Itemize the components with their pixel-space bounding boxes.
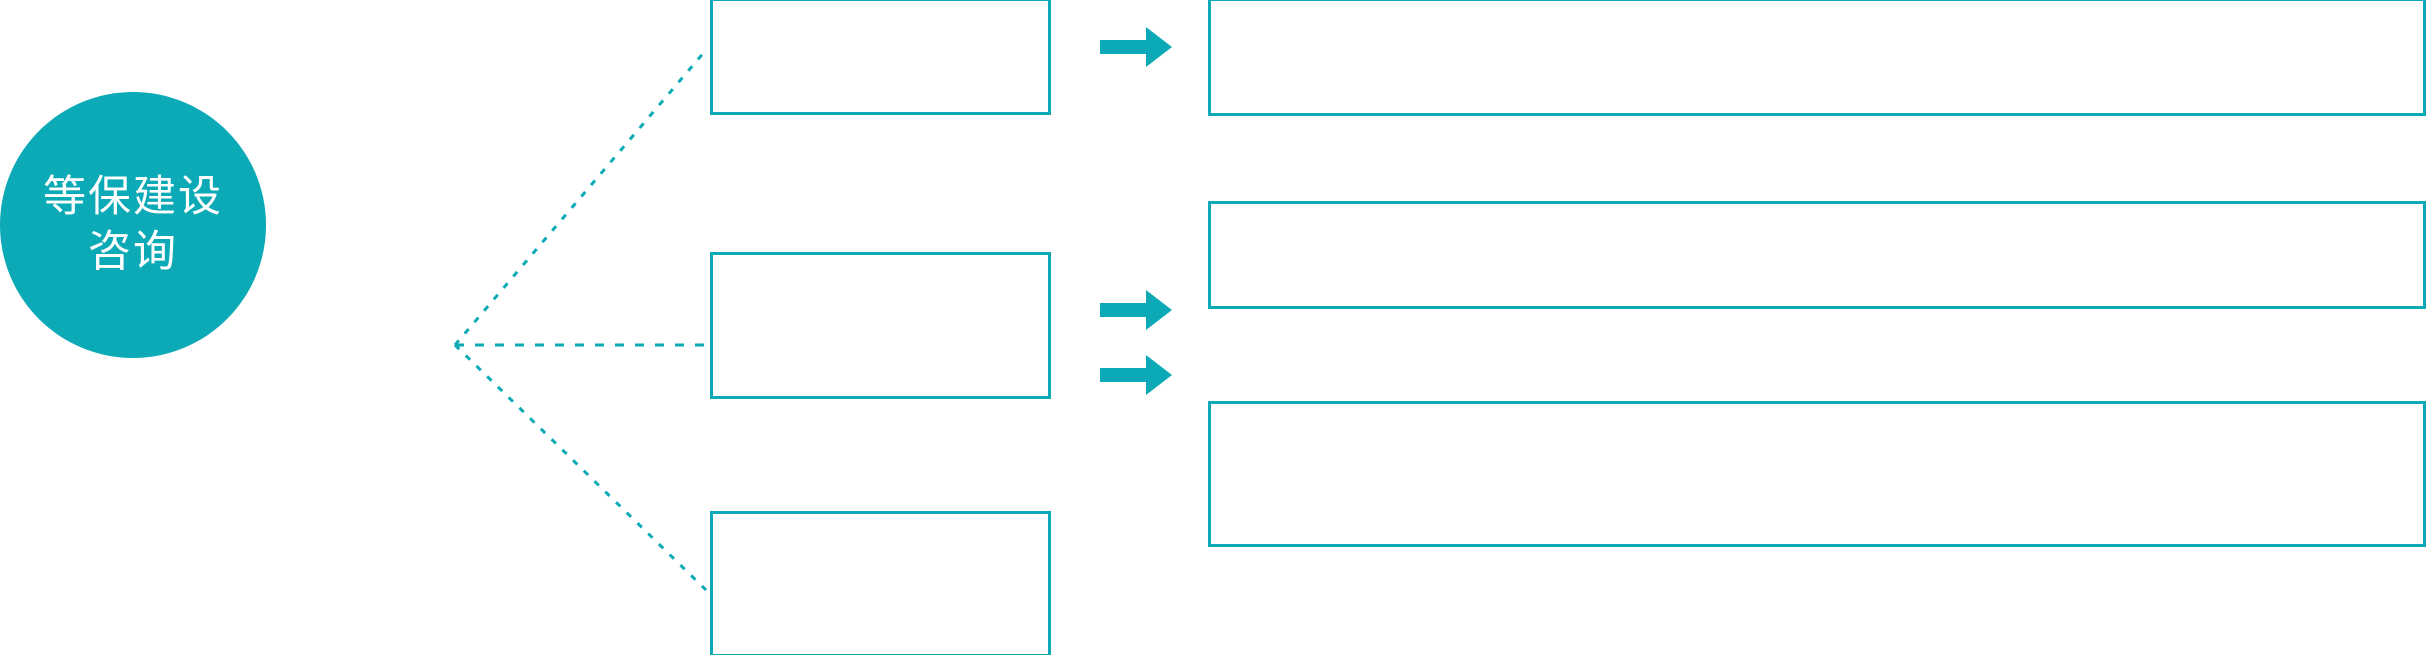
right-arrow-icon-row-3 bbox=[1100, 355, 1172, 395]
stage-box-row-2[interactable] bbox=[710, 252, 1051, 399]
stage-box-row-1[interactable] bbox=[710, 0, 1051, 115]
right-arrow-icon-row-1 bbox=[1100, 27, 1172, 67]
stage-box-row-3[interactable] bbox=[710, 511, 1051, 655]
stage-box-label-row-2 bbox=[713, 255, 1048, 275]
stage-box-label-row-1 bbox=[713, 1, 1048, 21]
detail-box-row-3[interactable] bbox=[1208, 401, 2426, 547]
right-arrow-icon-row-2 bbox=[1100, 290, 1172, 330]
detail-box-label-row-3 bbox=[1211, 404, 2423, 424]
hub-label-line-2: 咨询 bbox=[88, 228, 178, 276]
connector-line-row-3 bbox=[453, 343, 708, 592]
connector-line-row-1 bbox=[453, 49, 708, 346]
detail-box-label-row-2 bbox=[1211, 204, 2423, 224]
hub-circle[interactable]: 等保建设 咨询 bbox=[0, 92, 266, 358]
detail-box-row-1[interactable] bbox=[1208, 0, 2426, 116]
stage-box-label-row-3 bbox=[713, 514, 1048, 534]
hub-label-line-1: 等保建设 bbox=[43, 172, 223, 221]
detail-box-label-row-1 bbox=[1211, 1, 2423, 21]
detail-box-row-2[interactable] bbox=[1208, 201, 2426, 309]
